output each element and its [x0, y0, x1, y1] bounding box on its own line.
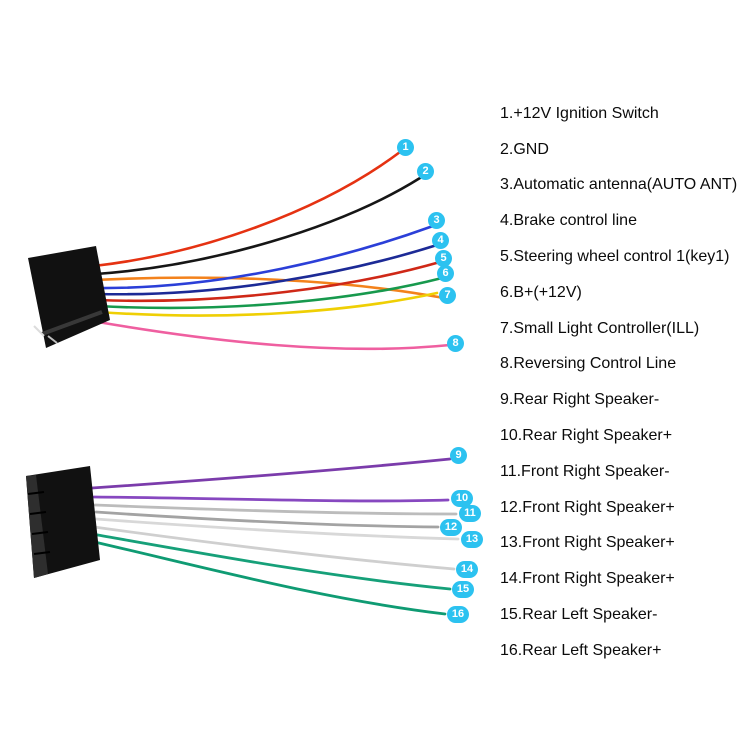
wire-badge-5: 5 [435, 250, 452, 267]
legend-item-1: 1.+12V Ignition Switch [500, 104, 659, 122]
wire-11 [93, 503, 458, 516]
wire-badge-6: 6 [437, 265, 454, 282]
legend-item-7: 7.Small Light Controller(ILL) [500, 319, 700, 337]
legend-item-13: 13.Front Right Speaker+ [500, 534, 675, 552]
top-connector-body [28, 246, 110, 348]
wire-extra-yellow [96, 291, 439, 317]
top-connector-pin [47, 335, 58, 344]
bottom-connector-ridge [33, 551, 51, 555]
wire-14 [92, 525, 456, 571]
wire-badge-1: 1 [397, 139, 414, 156]
legend-item-10: 10.Rear Right Speaker+ [500, 427, 673, 445]
top-connector-edge [41, 310, 103, 336]
wire-5 [96, 260, 442, 303]
legend-item-2: 2.GND [500, 140, 549, 158]
wire-badge-15: 15 [452, 581, 474, 598]
wire-1 [92, 150, 402, 268]
legend-item-5: 5.Steering wheel control 1(key1) [500, 248, 730, 266]
top-connector-pin [33, 325, 45, 337]
wire-12 [94, 510, 440, 529]
wire-badge-9: 9 [450, 447, 467, 464]
bottom-connector-ridge [27, 491, 45, 495]
legend-item-6: 6.B+(+12V) [500, 283, 582, 301]
wire-badge-3: 3 [428, 212, 445, 229]
wire-badge-11: 11 [459, 505, 481, 522]
wire-badge-2: 2 [417, 163, 434, 180]
bottom-connector [26, 466, 100, 578]
wire-8 [96, 320, 452, 351]
wire-13 [94, 517, 460, 541]
wire-badge-8: 8 [447, 335, 464, 352]
wire-badge-7: 7 [439, 287, 456, 304]
wire-6 [96, 276, 444, 310]
wire-10 [92, 495, 450, 503]
top-connector [28, 246, 110, 348]
wire-7 [92, 276, 446, 300]
wire-3 [96, 224, 435, 290]
bottom-connector-ridge [31, 531, 49, 535]
bottom-connector-ridge [29, 511, 47, 515]
wire-9 [90, 457, 452, 490]
wire-badge-13: 13 [461, 531, 483, 548]
legend-item-11: 11.Front Right Speaker- [500, 462, 670, 480]
wire-badge-14: 14 [456, 561, 478, 578]
legend-item-14: 14.Front Right Speaker+ [500, 570, 675, 588]
legend-item-4: 4.Brake control line [500, 212, 637, 230]
legend-item-9: 9.Rear Right Speaker- [500, 391, 660, 409]
wire-4 [96, 243, 439, 296]
legend-item-8: 8.Reversing Control Line [500, 355, 677, 373]
wire-badge-12: 12 [440, 519, 462, 536]
wire-badge-10: 10 [451, 490, 473, 507]
wire-badge-4: 4 [432, 232, 449, 249]
legend-item-3: 3.Automatic antenna(AUTO ANT) [500, 176, 738, 194]
legend-item-12: 12.Front Right Speaker+ [500, 498, 675, 516]
wire-15 [90, 532, 452, 591]
wire-2 [94, 176, 422, 276]
wire-badge-16: 16 [447, 606, 469, 623]
legend-item-16: 16.Rear Left Speaker+ [500, 641, 662, 659]
legend: 1.+12V Ignition Switch 2.GND 3.Automatic… [500, 96, 750, 669]
legend-item-15: 15.Rear Left Speaker- [500, 606, 658, 624]
wire-16 [88, 539, 447, 616]
